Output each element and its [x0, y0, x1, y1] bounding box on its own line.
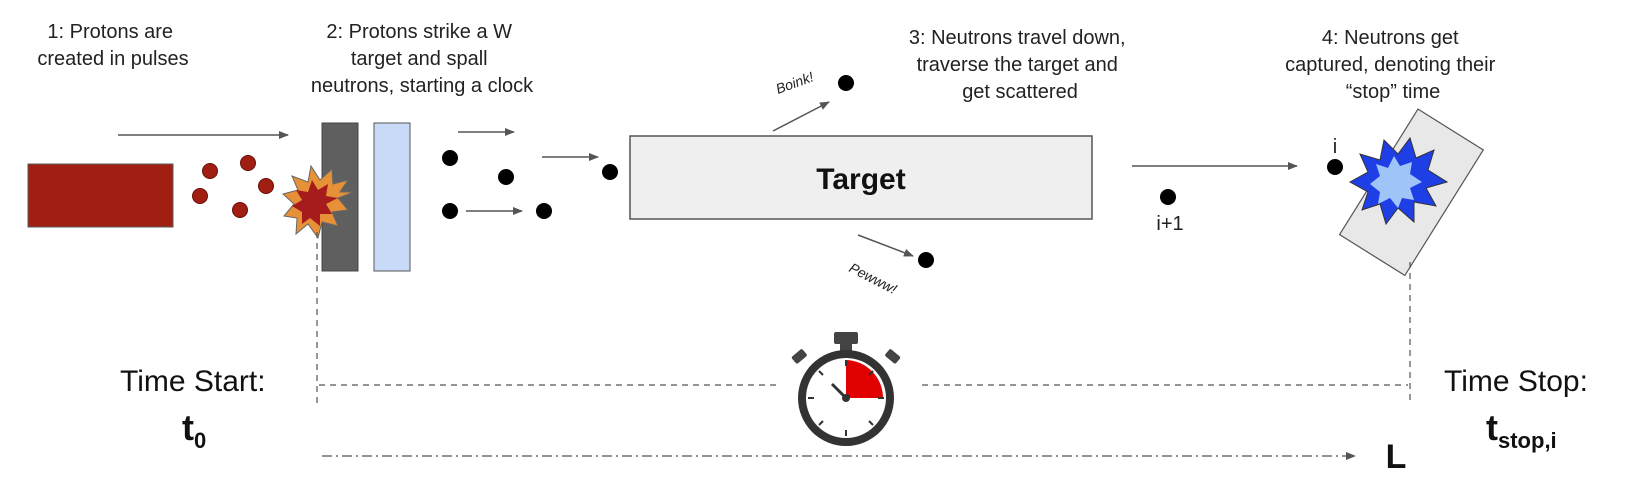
- step1-line2: created in pulses: [37, 48, 188, 70]
- proton: [202, 163, 218, 179]
- pewww-label: Pewww!: [847, 259, 900, 297]
- neutron-boink: [838, 75, 854, 91]
- time-start-t: t: [182, 407, 194, 448]
- step3-line2: traverse the target and: [917, 54, 1118, 76]
- distance-label: L: [1386, 438, 1407, 476]
- proton: [258, 178, 274, 194]
- neutron: [498, 169, 514, 185]
- step1-line1: 1: Protons are: [47, 21, 173, 43]
- target-box: [629, 135, 1093, 220]
- proton: [192, 188, 208, 204]
- time-start-subscript: 0: [194, 428, 206, 453]
- time-stop-t: t: [1486, 407, 1498, 448]
- step2-line3: neutrons, starting a clock: [311, 75, 534, 97]
- pewww-arrow: [857, 234, 914, 257]
- proton-pulse: [192, 155, 274, 218]
- time-stop-subscript: stop,i: [1498, 428, 1557, 453]
- target-label: Target: [816, 163, 905, 196]
- capture-burst-icon: [1348, 136, 1449, 226]
- explosion-icon: [281, 164, 355, 240]
- neutron: [602, 164, 618, 180]
- neutron-i-plus-1-label: i+1: [1156, 213, 1183, 235]
- neutron: [442, 150, 458, 166]
- neutron-pewww: [918, 252, 934, 268]
- neutron-i-label: i: [1333, 136, 1337, 158]
- neutron: [442, 203, 458, 219]
- neutron: [536, 203, 552, 219]
- step3-label: 3: Neutrons travel down, traverse the ta…: [909, 27, 1131, 103]
- step4-line2: captured, denoting their: [1285, 54, 1495, 76]
- step3-line3: get scattered: [962, 81, 1078, 103]
- step2-label: 2: Protons strike a W target and spall n…: [311, 21, 534, 97]
- boink-arrow: [772, 101, 830, 132]
- proton: [232, 202, 248, 218]
- time-start-symbol: t0: [182, 407, 206, 453]
- stopwatch-icon: [791, 332, 901, 446]
- time-start-label: Time Start:: [120, 365, 266, 398]
- step4-label: 4: Neutrons get captured, denoting their…: [1285, 27, 1501, 103]
- step4-line3: “stop” time: [1346, 81, 1440, 103]
- step1-label: 1: Protons are created in pulses: [37, 21, 188, 70]
- moderator: [373, 122, 411, 272]
- step3-line1: 3: Neutrons travel down,: [909, 27, 1126, 49]
- proton: [240, 155, 256, 171]
- time-stop-label: Time Stop:: [1444, 365, 1588, 398]
- boink-label: Boink!: [774, 68, 816, 96]
- neutron-i-plus-1: [1160, 189, 1176, 205]
- time-stop-symbol: tstop,i: [1486, 407, 1557, 453]
- neutron-i: [1327, 159, 1343, 175]
- step2-line2: target and spall: [351, 48, 488, 70]
- step4-line1: 4: Neutrons get: [1322, 27, 1459, 49]
- neutrons-group: [442, 75, 1343, 268]
- proton-source: [27, 163, 174, 228]
- step2-line1: 2: Protons strike a W: [326, 21, 512, 43]
